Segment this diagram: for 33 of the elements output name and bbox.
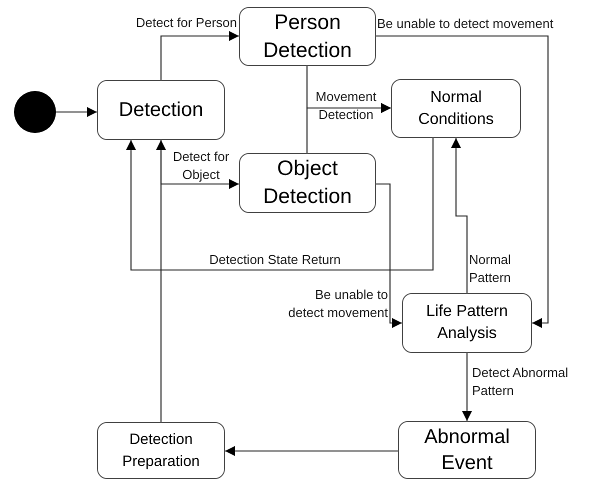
edge-label: Detect Abnormal Pattern bbox=[472, 364, 570, 400]
edge-label: Normal Pattern bbox=[469, 251, 512, 287]
edge-label: Be unable to detect movement bbox=[287, 286, 388, 322]
arrow bbox=[56, 107, 97, 117]
state-name: Detection bbox=[118, 98, 204, 123]
arrow bbox=[126, 138, 434, 271]
arrow bbox=[306, 103, 391, 153]
state-name: Life Pattern Analysis bbox=[425, 302, 509, 344]
state-name: Abnormal Event bbox=[423, 425, 511, 476]
edge-label: Detect for Object bbox=[172, 148, 230, 184]
arrow bbox=[225, 446, 398, 456]
arrow bbox=[451, 138, 468, 293]
arrow bbox=[156, 140, 166, 422]
arrow bbox=[376, 35, 549, 328]
arrow bbox=[376, 183, 402, 328]
edge-label: Detect for Person bbox=[134, 14, 237, 32]
state-box bbox=[239, 7, 376, 66]
state-box bbox=[97, 422, 225, 479]
state-box bbox=[391, 79, 521, 138]
edge-label: Be unable to detect movement bbox=[377, 15, 554, 33]
state-box bbox=[398, 421, 536, 479]
state-name: Person Detection bbox=[262, 10, 353, 64]
state-box bbox=[239, 153, 376, 213]
state-name: Object Detection bbox=[262, 156, 353, 210]
state-name: Normal Conditions bbox=[417, 88, 495, 130]
arrow bbox=[160, 31, 239, 80]
arrow bbox=[462, 353, 472, 421]
state-box bbox=[97, 80, 225, 140]
edge-label: Detection State Return bbox=[208, 251, 342, 269]
edge-label: Movement Detection bbox=[314, 88, 378, 124]
state-box bbox=[402, 293, 532, 353]
start-state bbox=[14, 91, 56, 133]
state-name: Detection Preparation bbox=[121, 430, 201, 472]
